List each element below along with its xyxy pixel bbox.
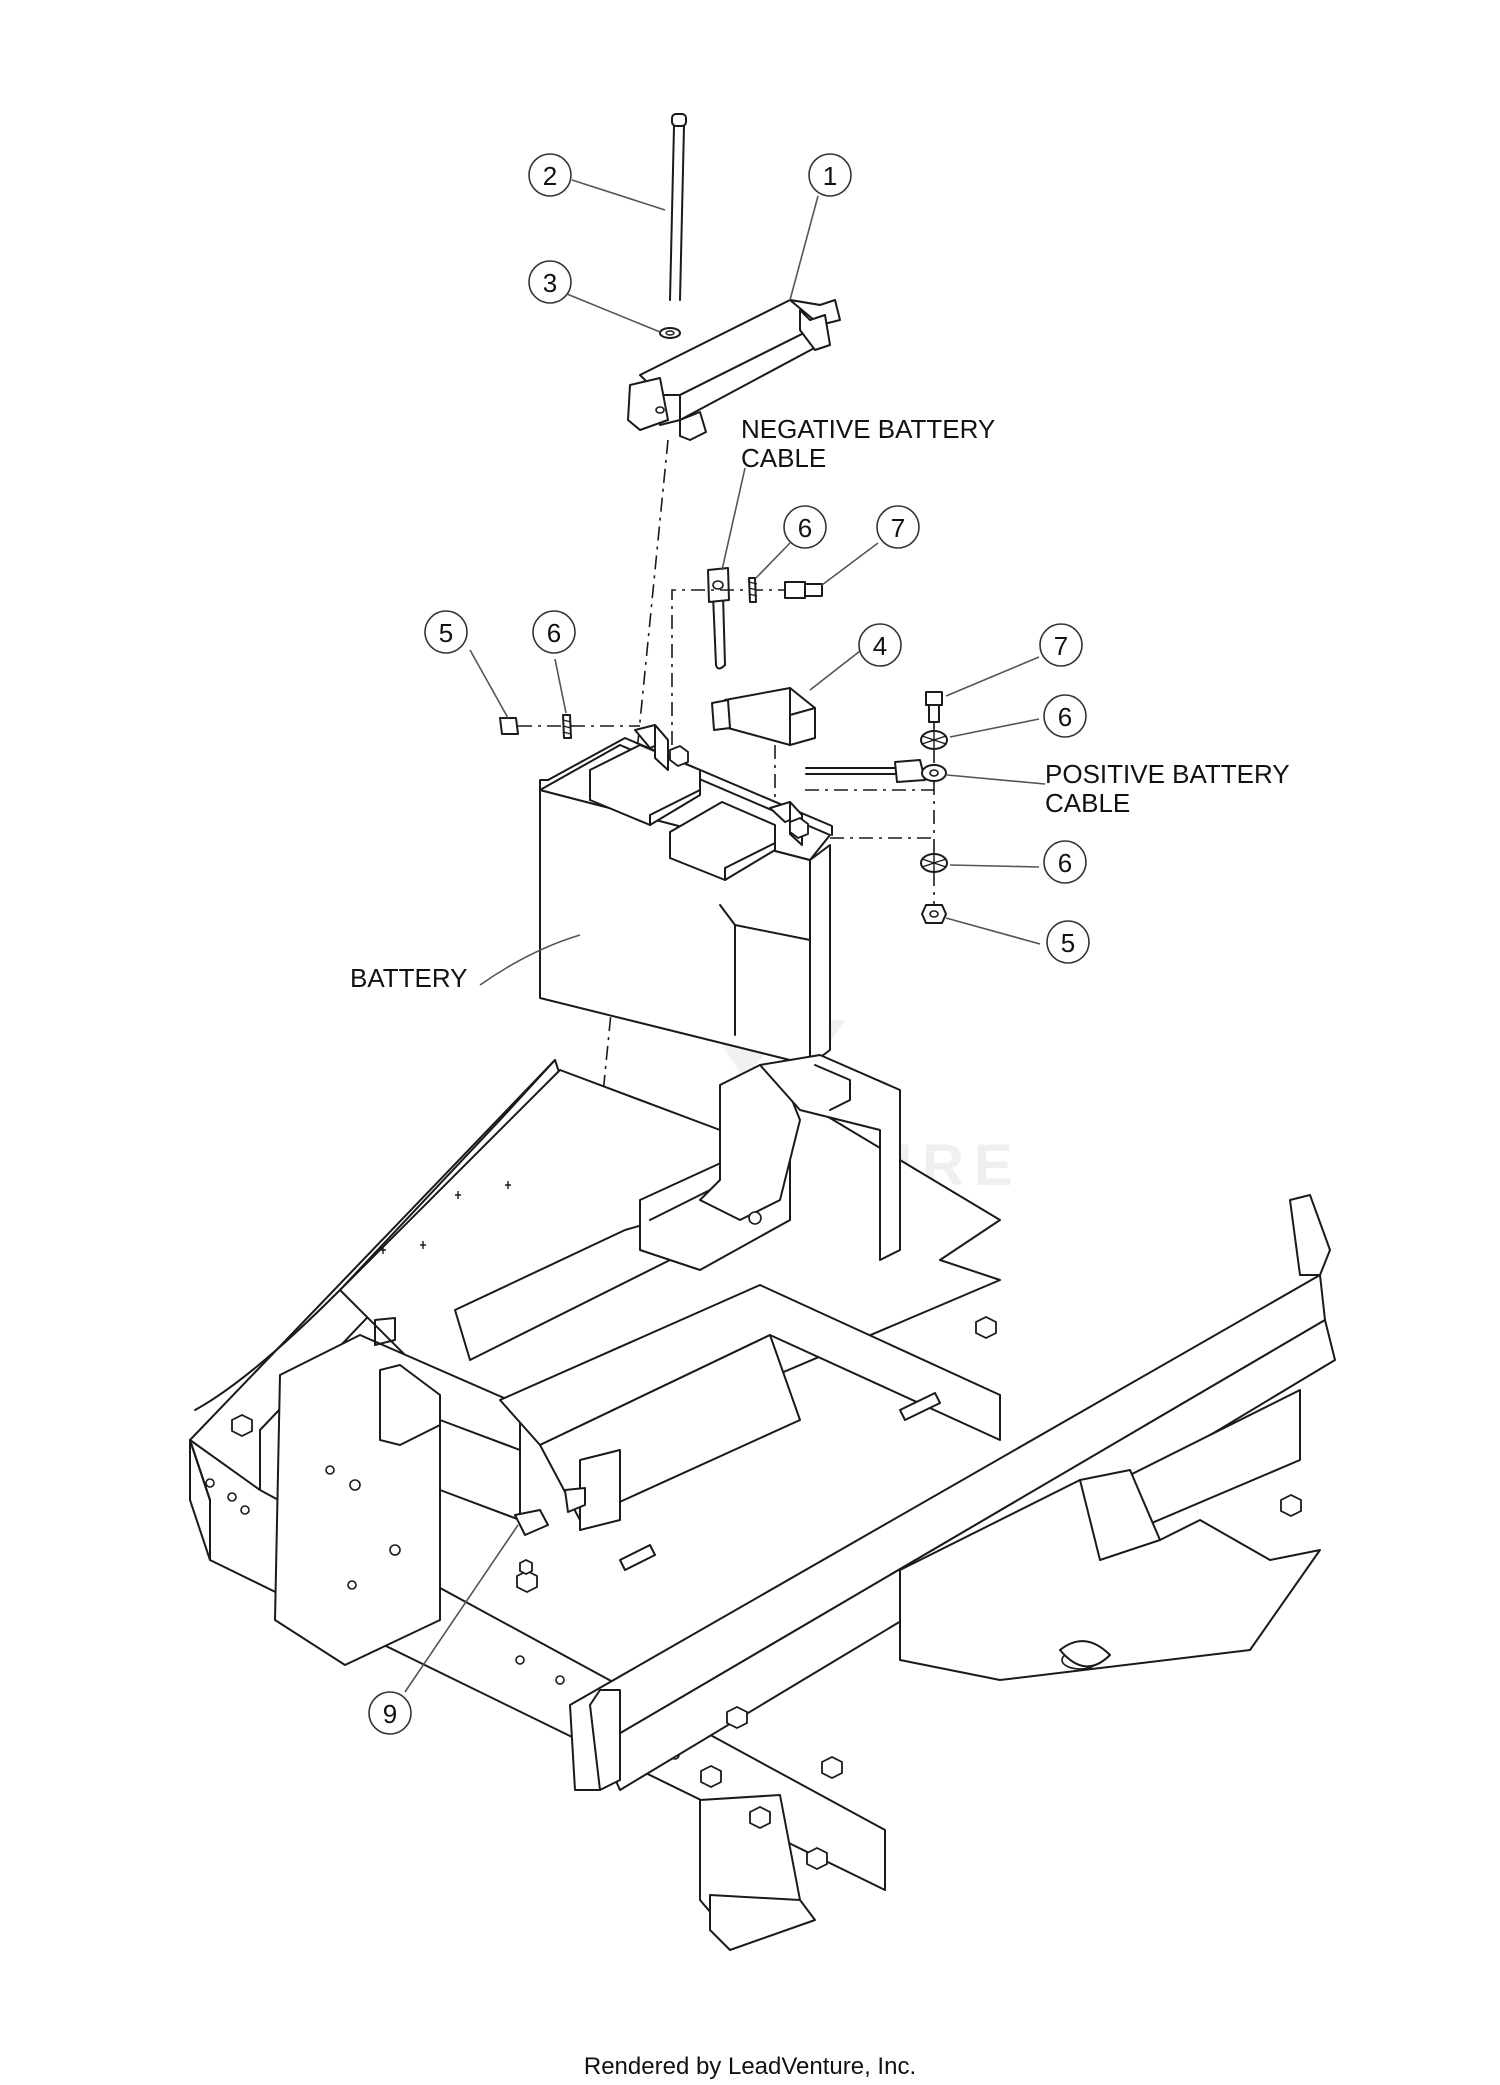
svg-text:5: 5 (439, 618, 453, 648)
star-washer (920, 853, 948, 873)
hex-nut (499, 717, 519, 735)
callout-6-left: 6 (532, 610, 576, 654)
callout-5-left: 5 (424, 610, 468, 654)
positive-post-line (805, 789, 934, 839)
svg-text:9: 9 (383, 1699, 397, 1729)
weld-nut (514, 1509, 549, 1536)
lock-washer (562, 714, 572, 739)
star-washer (920, 730, 948, 750)
hex-bolt (784, 581, 823, 599)
callout-7-right: 7 (1039, 623, 1083, 667)
callout-3: 3 (528, 260, 572, 304)
svg-text:3: 3 (543, 268, 557, 298)
callout-6-right-lower: 6 (1043, 840, 1087, 884)
svg-text:6: 6 (798, 513, 812, 543)
battery-label: BATTERY (350, 963, 468, 993)
carriage-bolt (669, 113, 687, 301)
flat-washer (659, 327, 681, 339)
lock-washer (748, 577, 758, 603)
footer-credit: Rendered by LeadVenture, Inc. (584, 2053, 916, 2080)
callout-6-top: 6 (783, 505, 827, 549)
callout-2: 2 (528, 153, 572, 197)
positive-battery-cable (805, 759, 947, 783)
svg-text:6: 6 (547, 618, 561, 648)
svg-text:4: 4 (873, 631, 887, 661)
callout-6-right-upper: 6 (1043, 694, 1087, 738)
negative-battery-cable (707, 567, 730, 670)
negative-terminal-line (671, 589, 800, 745)
callout-5-right: 5 (1046, 920, 1090, 964)
hex-bolt (925, 691, 943, 723)
callout-4: 4 (858, 623, 902, 667)
svg-text:1: 1 (823, 161, 837, 191)
mower-frame (189, 1054, 1336, 1951)
leader-lines (404, 179, 1046, 1693)
svg-text:6: 6 (1058, 848, 1072, 878)
frame-bolts (231, 1315, 1302, 1871)
battery-hold-down-bracket (627, 299, 841, 441)
positive-cable-label-line2: CABLE (1045, 788, 1130, 818)
negative-cable-label-line2: CABLE (741, 443, 826, 473)
svg-text:2: 2 (543, 161, 557, 191)
callout-1: 1 (808, 153, 852, 197)
negative-cable-label-line1: NEGATIVE BATTERY (741, 414, 995, 444)
svg-text:7: 7 (891, 513, 905, 543)
svg-text:7: 7 (1054, 631, 1068, 661)
positive-cable-label-line1: POSITIVE BATTERY (1045, 759, 1290, 789)
svg-text:5: 5 (1061, 928, 1075, 958)
battery (539, 724, 833, 1066)
svg-text:6: 6 (1058, 702, 1072, 732)
callout-9: 9 (368, 1691, 412, 1735)
callout-7-top: 7 (876, 505, 920, 549)
hex-nut (921, 904, 947, 924)
terminal-cover (711, 687, 816, 746)
